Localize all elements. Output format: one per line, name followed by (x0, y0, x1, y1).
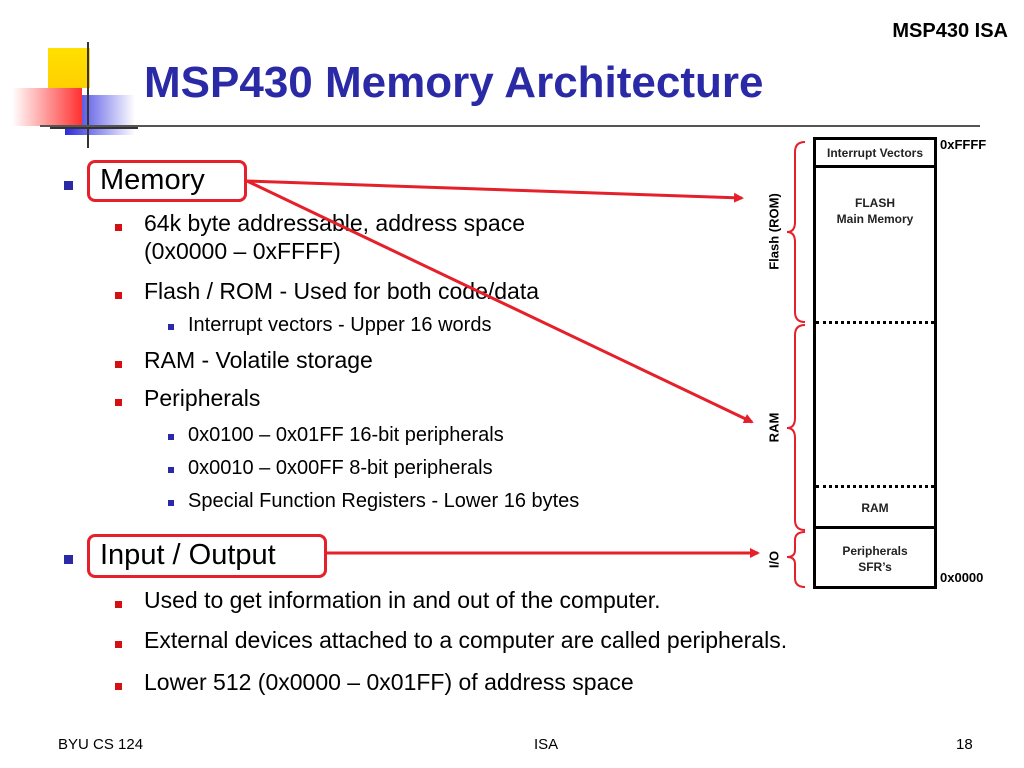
memory-region-flash-line1: FLASH (855, 196, 895, 210)
memory-heading: Memory (100, 164, 205, 196)
footer-topic: ISA (534, 736, 559, 753)
memory-subitem-8bit: 0x0010 – 0x00FF 8-bit peripherals (188, 457, 493, 479)
bullet-marker (115, 601, 122, 608)
io-highlight-box (87, 534, 327, 578)
side-label-flash-rom: Flash (ROM) (766, 193, 782, 270)
logo-squares-graphic (12, 42, 138, 148)
io-heading: Input / Output (100, 539, 276, 571)
decorative-logo (0, 40, 140, 150)
memory-map-io-boundary (816, 526, 934, 529)
arrow-memory-to-ram (246, 179, 754, 424)
bullet-marker (168, 500, 174, 506)
address-top: 0xFFFF (940, 137, 987, 152)
bullet-marker (115, 399, 122, 406)
io-item-external-devices: External devices attached to a computer … (144, 627, 788, 653)
arrow-memory-to-flash (246, 179, 744, 203)
memory-region-peripherals-line1: Peripherals (842, 544, 908, 558)
bullet-marker (115, 683, 122, 690)
footer-course: BYU CS 124 (58, 736, 144, 753)
slide-title: MSP430 Memory Architecture (144, 58, 764, 107)
memory-highlight-box (87, 160, 247, 202)
bullet-marker (115, 292, 122, 299)
address-bottom: 0x0000 (940, 570, 984, 585)
bullet-marker (64, 181, 73, 190)
bullet-marker (168, 467, 174, 473)
footer-page-number: 18 (956, 736, 973, 753)
memory-item-address-space-line2: (0x0000 – 0xFFFF) (144, 238, 341, 264)
bullet-marker (168, 434, 174, 440)
bullet-marker (64, 555, 73, 564)
memory-map-separator (816, 165, 934, 168)
bullet-marker (115, 224, 122, 231)
io-item-lower-512: Lower 512 (0x0000 – 0x01FF) of address s… (144, 669, 634, 695)
memory-region-peripherals-line2: SFR’s (858, 560, 892, 574)
brace-flash (786, 141, 806, 323)
bullet-marker (115, 361, 122, 368)
memory-map-flash-ram-boundary (816, 321, 934, 324)
memory-item-ram: RAM - Volatile storage (144, 347, 373, 373)
memory-region-flash-line2: Main Memory (836, 212, 914, 226)
memory-item-peripherals: Peripherals (144, 385, 261, 411)
memory-region-ram: RAM (861, 501, 889, 515)
section-tag: MSP430 ISA (892, 20, 1008, 42)
brace-ram (786, 324, 806, 531)
memory-subitem-sfr: Special Function Registers - Lower 16 by… (188, 490, 580, 512)
io-item-info: Used to get information in and out of th… (144, 587, 661, 613)
memory-map: Interrupt Vectors FLASH Main Memory RAM … (813, 137, 937, 589)
side-label-ram: RAM (766, 412, 782, 443)
brace-io (786, 531, 806, 588)
memory-subitem-16bit: 0x0100 – 0x01FF 16-bit peripherals (188, 424, 504, 446)
title-divider (40, 125, 980, 127)
side-label-io: I/O (766, 550, 782, 569)
bullet-marker (168, 324, 174, 330)
memory-subitem-interrupt-vectors: Interrupt vectors - Upper 16 words (188, 314, 492, 336)
memory-item-flash: Flash / ROM - Used for both code/data (144, 278, 540, 304)
memory-map-ram-boundary (816, 485, 934, 488)
memory-region-interrupt-vectors: Interrupt Vectors (826, 146, 924, 160)
bullet-marker (115, 641, 122, 648)
